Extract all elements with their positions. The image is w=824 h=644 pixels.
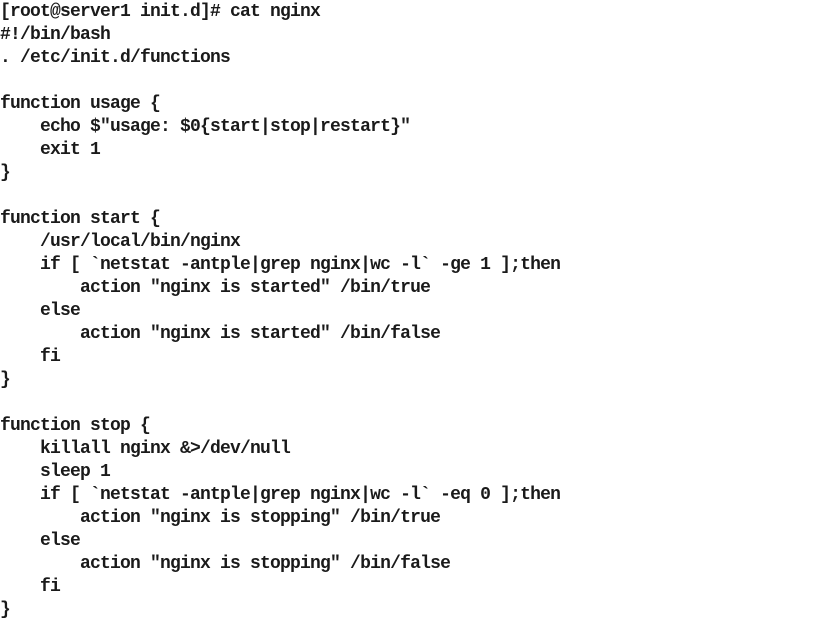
terminal-line: function start { xyxy=(0,209,161,229)
terminal-line: #!/bin/bash xyxy=(0,25,111,45)
terminal-line-prompt: [root@server1 init.d]# cat nginx xyxy=(0,2,321,22)
terminal-line: action "nginx is stopping" /bin/true xyxy=(0,508,441,528)
terminal-line: action "nginx is started" /bin/true xyxy=(0,278,431,298)
terminal-line: fi xyxy=(0,347,61,367)
terminal-line: } xyxy=(0,600,11,620)
terminal-line: } xyxy=(0,370,11,390)
terminal-line: sleep 1 xyxy=(0,462,111,482)
terminal-line: function usage { xyxy=(0,94,161,114)
terminal-line: if [ `netstat -antple|grep nginx|wc -l` … xyxy=(0,485,561,505)
terminal-line: . /etc/init.d/functions xyxy=(0,48,231,68)
terminal-line: exit 1 xyxy=(0,140,101,160)
terminal-line: fi xyxy=(0,577,61,597)
terminal-line xyxy=(0,185,824,208)
terminal-line: killall nginx &>/dev/null xyxy=(0,439,291,459)
terminal-line xyxy=(0,70,824,93)
terminal-line: action "nginx is stopping" /bin/false xyxy=(0,554,451,574)
terminal-line: else xyxy=(0,301,81,321)
terminal-output: [root@server1 init.d]# cat nginx #!/bin/b… xyxy=(0,1,824,622)
terminal-line: if [ `netstat -antple|grep nginx|wc -l` … xyxy=(0,255,561,275)
terminal-line: else xyxy=(0,531,81,551)
terminal-line: /usr/local/bin/nginx xyxy=(0,232,241,252)
terminal-line: action "nginx is started" /bin/false xyxy=(0,324,441,344)
terminal-line: function stop { xyxy=(0,416,151,436)
terminal-line: } xyxy=(0,163,11,183)
terminal-line xyxy=(0,392,824,415)
terminal-line: echo $"usage: $0{start|stop|restart}" xyxy=(0,117,411,137)
